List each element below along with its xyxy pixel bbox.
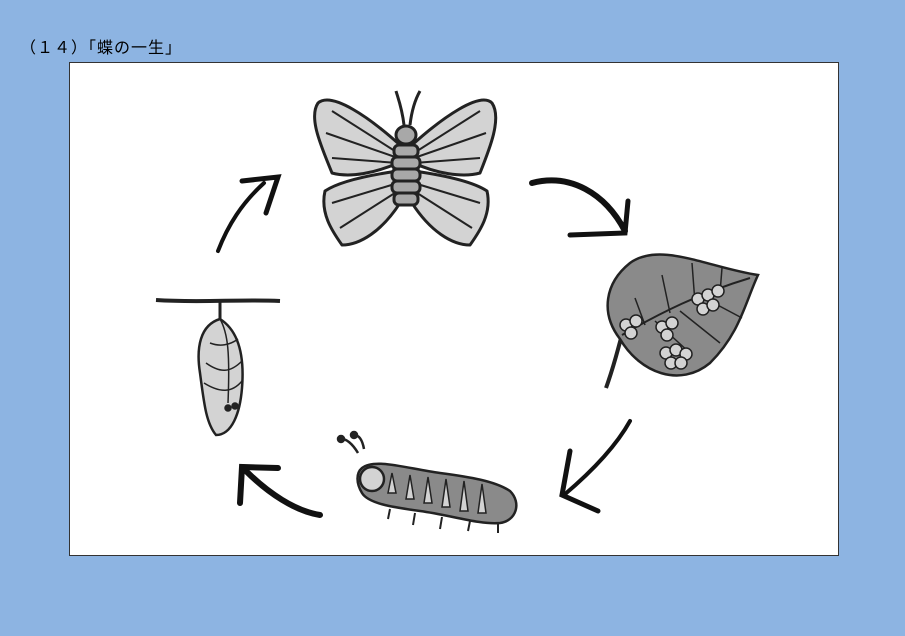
arrow-butterfly-to-leaf-icon [529, 177, 631, 238]
butterfly-icon [313, 90, 498, 247]
leaf-with-eggs-icon [604, 253, 760, 389]
life-cycle-diagram [155, 90, 760, 533]
caterpillar-icon [336, 430, 518, 533]
life-cycle-panel [69, 62, 839, 556]
arrow-leaf-to-caterpillar-icon [559, 419, 632, 514]
diagram-title: （１４）「蝶の一生」 [20, 38, 183, 57]
arrow-chrysalis-to-butterfly-icon [216, 174, 282, 253]
eggs-cluster [619, 284, 725, 370]
arrow-caterpillar-to-chrysalis-icon [237, 463, 323, 518]
chrysalis-icon [155, 298, 281, 437]
